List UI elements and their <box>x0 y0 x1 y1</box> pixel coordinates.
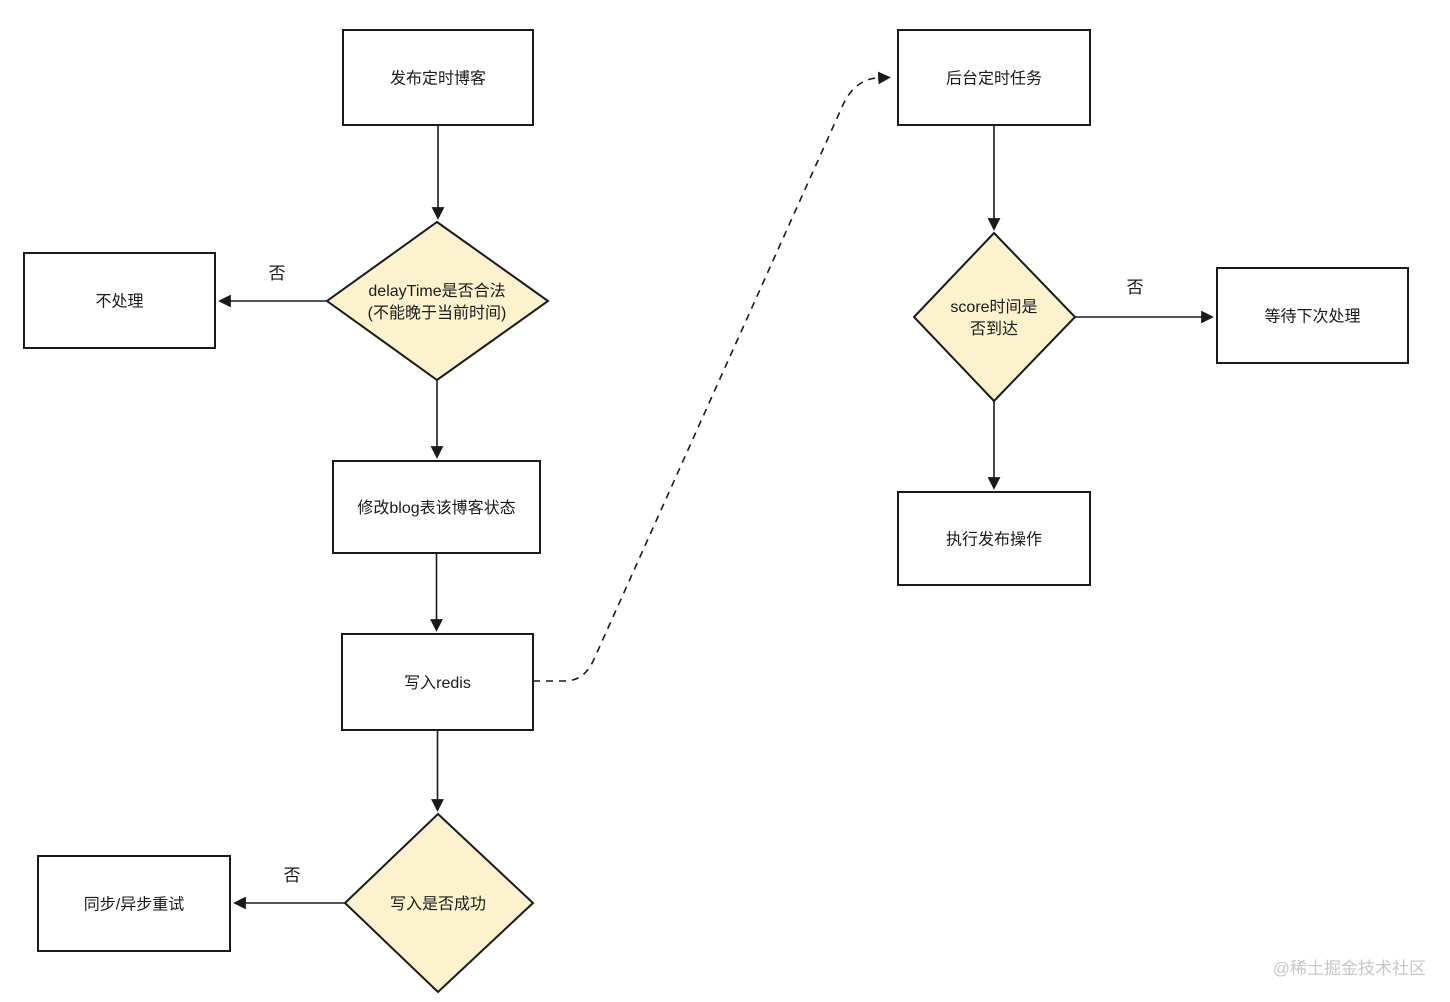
node-background-task-label: 后台定时任务 <box>946 70 1042 88</box>
node-write-success-label: 写入是否成功 <box>390 895 486 913</box>
node-sync-async-retry: 同步/异步重试 <box>37 855 231 952</box>
node-score-time-reached-label-line2: 否到达 <box>970 320 1018 338</box>
node-background-task: 后台定时任务 <box>897 29 1091 126</box>
node-write-success-shape <box>343 812 535 994</box>
watermark-text: @稀土掘金技术社区 <box>1273 959 1426 978</box>
node-no-action: 不处理 <box>23 252 216 349</box>
edge-label-write-fail-no: 否 <box>284 866 301 885</box>
node-execute-publish-label: 执行发布操作 <box>946 531 1042 549</box>
node-update-blog-status-label: 修改blog表该博客状态 <box>357 499 515 517</box>
node-wait-next-round-label: 等待下次处理 <box>1264 308 1360 326</box>
node-score-time-reached-label-line1: score时间是 <box>950 298 1037 316</box>
node-write-redis-label: 写入redis <box>404 675 471 692</box>
node-execute-publish-shape <box>897 491 1091 586</box>
node-write-success: 写入是否成功 <box>343 812 535 994</box>
node-no-action-label: 不处理 <box>95 293 143 311</box>
edge-label-score-no: 否 <box>1127 278 1144 297</box>
node-write-redis-shape <box>341 633 534 731</box>
node-delaytime-valid: delayTime是否合法 (不能晚于当前时间) <box>325 220 550 382</box>
edge-label-delaytime-no: 否 <box>269 264 286 283</box>
node-publish-scheduled-blog-label: 发布定时博客 <box>390 70 486 88</box>
node-sync-async-retry-shape <box>37 855 231 952</box>
node-wait-next-round-shape <box>1216 267 1409 364</box>
node-delaytime-valid-shape <box>325 220 550 382</box>
node-background-task-shape <box>897 29 1091 126</box>
node-no-action-shape <box>23 252 216 349</box>
node-score-time-reached: score时间是 否到达 <box>912 231 1077 403</box>
node-update-blog-status-shape <box>332 460 541 554</box>
node-delaytime-valid-label-line2: (不能晚于当前时间) <box>368 304 507 322</box>
node-update-blog-status: 修改blog表该博客状态 <box>332 460 541 554</box>
node-publish-scheduled-blog-shape <box>342 29 534 126</box>
node-execute-publish: 执行发布操作 <box>897 491 1091 586</box>
node-write-redis: 写入redis <box>341 633 534 731</box>
node-score-time-reached-shape <box>912 231 1077 403</box>
node-sync-async-retry-label: 同步/异步重试 <box>84 896 184 914</box>
node-publish-scheduled-blog: 发布定时博客 <box>342 29 534 126</box>
edges: 否 否 否 <box>218 71 1214 910</box>
edge-write-redis-to-background-task-dashed <box>533 71 891 682</box>
node-wait-next-round: 等待下次处理 <box>1216 267 1409 364</box>
node-delaytime-valid-label-line1: delayTime是否合法 <box>368 282 505 300</box>
